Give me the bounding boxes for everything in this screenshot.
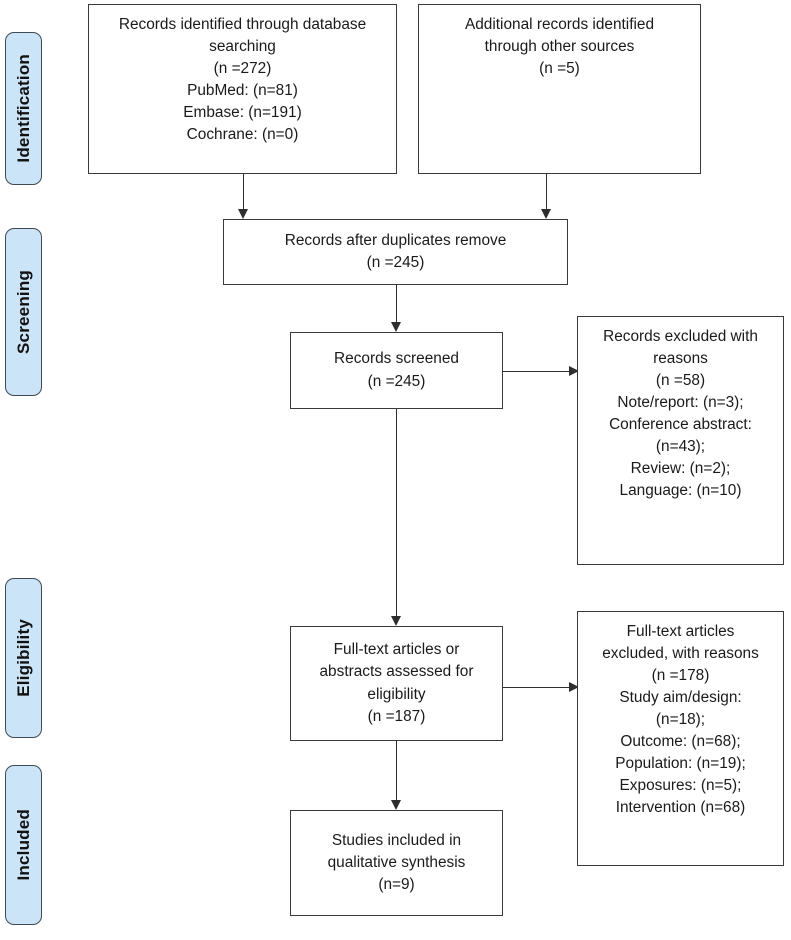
box-line: through other sources [484, 38, 635, 56]
connector-other-to-duplicates [546, 173, 547, 213]
connector-fulltext-to-excluded [503, 687, 579, 688]
stage-pill-included: Included [5, 765, 42, 925]
box-line: abstracts assessed for [319, 663, 474, 681]
connector-fulltext-to-included [396, 741, 397, 805]
box-fulltext-excluded: Full-text articles excluded, with reason… [577, 611, 784, 866]
box-line: Records after duplicates remove [284, 231, 507, 249]
box-line: Note/report: (n=3); [617, 394, 744, 412]
connector-duplicates-to-screened [396, 285, 397, 327]
stage-pill-screening: Screening [5, 228, 42, 396]
box-records-after-duplicates: Records after duplicates remove (n =245) [223, 219, 568, 285]
box-line: Full-text articles or [333, 641, 460, 659]
box-line: Review: (n=2); [630, 460, 731, 478]
box-fulltext-assessed: Full-text articles or abstracts assessed… [290, 626, 503, 741]
arrowhead-fulltext-to-excluded [569, 681, 579, 692]
box-line: (n =245) [366, 254, 425, 271]
stage-label-identification: Identification [13, 54, 33, 163]
box-line: (n=9) [378, 876, 415, 893]
box-line: Study aim/design: [619, 689, 742, 707]
arrowhead-fulltext-to-included [391, 800, 401, 810]
box-line: Records identified through database [118, 16, 367, 33]
box-line: Intervention (n=68) [615, 799, 746, 817]
box-line: (n =245) [367, 372, 426, 390]
box-line: Outcome: (n=68); [620, 733, 741, 751]
box-additional-records-other-sources: Additional records identified through ot… [418, 4, 701, 174]
box-line: searching [209, 38, 276, 56]
arrowhead-screened-to-fulltext [391, 616, 401, 626]
box-studies-included: Studies included in qualitative synthesi… [290, 810, 503, 916]
box-line: (n =178) [651, 667, 710, 685]
box-line: (n =5) [539, 60, 580, 78]
box-line: reasons [653, 350, 708, 368]
box-line: Records screened [334, 350, 459, 368]
box-line: Full-text articles [626, 623, 735, 640]
stage-pill-identification: Identification [5, 32, 42, 185]
box-line: Language: (n=10) [619, 482, 742, 500]
arrowhead-screened-to-excluded [569, 365, 579, 376]
box-records-screened: Records screened (n =245) [290, 332, 503, 409]
stage-label-included: Included [13, 809, 33, 881]
stage-label-eligibility: Eligibility [13, 619, 33, 697]
box-line: PubMed: (n=81) [187, 82, 298, 100]
box-records-excluded: Records excluded with reasons (n =58) No… [577, 316, 784, 565]
connector-database-to-duplicates [243, 173, 244, 213]
box-line: Population: (n=19); [615, 755, 746, 773]
box-line: Embase: (n=191) [183, 104, 302, 122]
box-line: Conference abstract: [609, 416, 752, 434]
box-records-identified-database: Records identified through database sear… [88, 4, 397, 174]
stage-label-screening: Screening [13, 270, 33, 354]
box-line: Cochrane: (n=0) [186, 126, 299, 144]
box-line: (n =187) [367, 707, 426, 725]
arrowhead-database-to-duplicates [238, 209, 248, 219]
box-line: (n =58) [655, 372, 706, 390]
stage-pill-eligibility: Eligibility [5, 578, 42, 738]
box-line: Records excluded with [603, 328, 758, 345]
box-line: excluded, with reasons [602, 645, 759, 663]
arrowhead-duplicates-to-screened [391, 322, 401, 332]
box-line: Exposures: (n=5); [619, 777, 742, 795]
box-line: (n=43); [655, 438, 706, 456]
box-line: Studies included in [331, 831, 462, 849]
box-line: qualitative synthesis [327, 853, 466, 871]
box-line: (n =272) [213, 60, 272, 78]
arrowhead-other-to-duplicates [541, 209, 551, 219]
connector-screened-to-excluded [503, 371, 579, 372]
box-line: Additional records identified [464, 16, 655, 33]
connector-screened-to-fulltext [396, 409, 397, 621]
box-line: (n=18); [655, 711, 706, 729]
box-line: eligibility [367, 685, 426, 703]
